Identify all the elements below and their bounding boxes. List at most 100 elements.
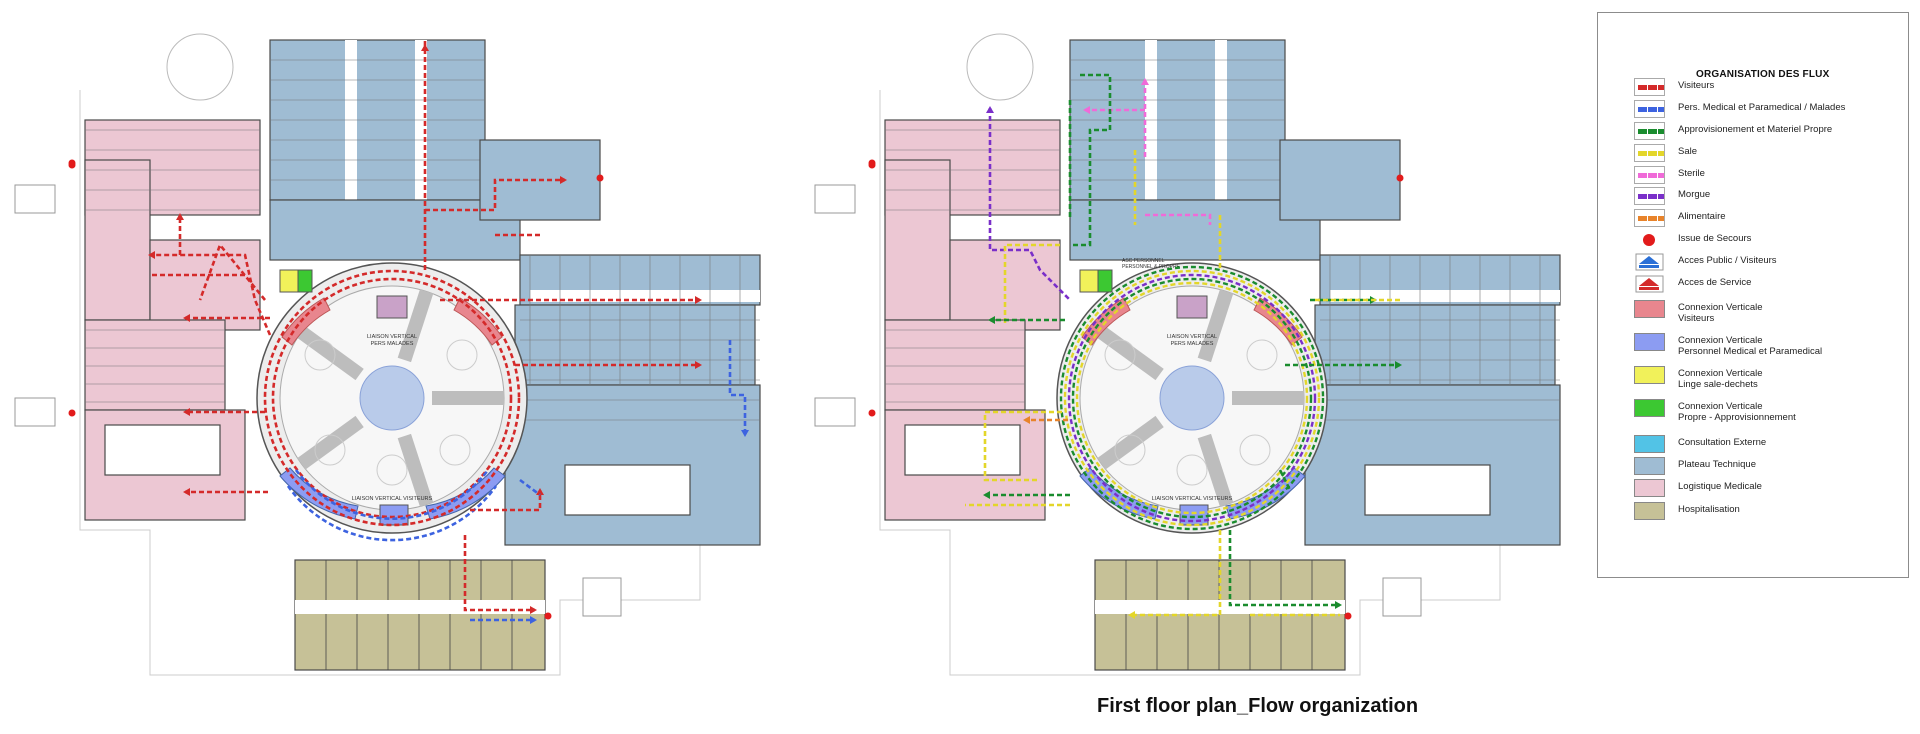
legend-item: Sale <box>1634 144 1904 164</box>
blue-arrow-icon <box>1634 253 1665 271</box>
lift-personnel <box>376 295 408 319</box>
emergency-exit-icon <box>544 612 552 620</box>
flow-arrowhead <box>176 213 184 220</box>
lift-clean <box>297 269 313 293</box>
legend-label: Hospitalisation <box>1678 504 1740 515</box>
flow-arrowhead <box>536 488 544 495</box>
planter <box>1114 434 1146 466</box>
emergency-exit-icon <box>868 161 876 169</box>
lift-visitors <box>379 504 409 526</box>
stair-block <box>582 577 622 617</box>
flow-medical <box>519 478 541 497</box>
legend-swatch-dashed <box>1634 144 1665 162</box>
emergency-exit-icon <box>1396 174 1404 182</box>
lift-linen <box>1079 269 1099 293</box>
legend-label: Visiteurs <box>1678 80 1715 91</box>
legend-swatch-fill <box>1634 333 1665 351</box>
flow-arrowhead <box>1023 416 1030 424</box>
flow-arrowhead <box>1335 601 1342 609</box>
vertical-connection-visitors <box>281 297 331 346</box>
stair-block <box>14 397 56 427</box>
legend-label: Morgue <box>1678 189 1711 200</box>
stair-block <box>814 184 856 214</box>
flow-arrowhead <box>560 176 567 184</box>
emergency-exit-icon <box>68 409 76 417</box>
flow-visitors <box>470 490 542 512</box>
logistique-zone <box>84 159 151 321</box>
flow-arrowhead <box>695 361 702 369</box>
site-circle <box>166 33 234 101</box>
legend-swatch-fill <box>1634 479 1665 497</box>
legend-swatch-fill <box>1634 435 1665 453</box>
emergency-exit-icon <box>596 174 604 182</box>
plateau-technique-zone <box>1279 139 1401 221</box>
flow-soiled <box>983 410 1062 482</box>
flow-visitors-ring <box>271 277 513 519</box>
flow-medical <box>728 340 747 435</box>
legend-swatch-dashed <box>1634 78 1665 96</box>
planter <box>314 434 346 466</box>
flow-ring <box>1059 265 1325 531</box>
legend-swatch-dashed <box>1634 100 1665 118</box>
vertical-connection-medical <box>425 467 506 520</box>
flow-visitors <box>425 178 565 212</box>
legend-item: Sterile <box>1634 166 1904 186</box>
legend-label: Connexion Verticale Visiteurs <box>1678 302 1763 324</box>
legend-item: Connexion Verticale Linge sale-dechets <box>1634 366 1904 390</box>
flow-arrowhead <box>148 251 155 259</box>
legend-label: Acces Public / Visiteurs <box>1678 255 1777 266</box>
legend-item: Approvisionement et Materiel Propre <box>1634 122 1904 142</box>
plan-caption: First floor plan_Flow organization <box>1097 695 1419 717</box>
plateau-technique-zone <box>1069 199 1321 261</box>
legend-label: Acces de Service <box>1678 277 1752 288</box>
plateau-technique-zone <box>269 199 521 261</box>
flow-arrowhead <box>1395 361 1402 369</box>
flow-visitors-ring <box>263 269 521 527</box>
legend-item: Connexion Verticale Personnel Medical et… <box>1634 333 1904 357</box>
flow-ring <box>1067 273 1317 523</box>
legend-swatch-dashed <box>1634 166 1665 184</box>
red-dot-icon <box>1634 231 1665 249</box>
logistique-zone <box>84 319 226 411</box>
lift-visitors <box>1179 504 1209 526</box>
emergency-exit-icon <box>868 409 876 417</box>
flow-ring <box>1063 269 1321 527</box>
legend-item: Consultation Externe <box>1634 435 1904 455</box>
fountain <box>359 365 425 431</box>
courtyard <box>1364 464 1491 516</box>
legend-item: Morgue <box>1634 187 1904 207</box>
flow-arrowhead <box>986 106 994 113</box>
legend-label: Pers. Medical et Paramedical / Malades <box>1678 102 1846 113</box>
legend-label: Alimentaire <box>1678 211 1726 222</box>
flow-arrowhead <box>530 606 537 614</box>
legend-label: Connexion Verticale Personnel Medical et… <box>1678 335 1823 357</box>
legend-item: Acces Public / Visiteurs <box>1634 253 1904 273</box>
label-vertical-visitors: LIAISON VERTICAL VISITEURS <box>352 496 433 502</box>
lift-linen <box>279 269 299 293</box>
flow-arrowhead <box>695 296 702 304</box>
label-vertical-visitors: LIAISON VERTICAL VISITEURS <box>1152 496 1233 502</box>
flow-arrowhead <box>1083 106 1090 114</box>
legend-item: Connexion Verticale Visiteurs <box>1634 300 1904 324</box>
flow-sterile <box>1145 213 1212 225</box>
flow-soiled <box>1003 243 1060 325</box>
planter <box>1246 339 1278 371</box>
legend-swatch-fill <box>1634 399 1665 417</box>
flow-arrowhead <box>1141 78 1149 85</box>
flow-arrowhead <box>183 488 190 496</box>
legend-label: Sale <box>1678 146 1698 157</box>
legend-item: Logistique Medicale <box>1634 479 1904 499</box>
legend-item: Connexion Verticale Propre - Approvision… <box>1634 399 1904 423</box>
legend-item: Acces de Service <box>1634 275 1904 295</box>
legend-item: Alimentaire <box>1634 209 1904 229</box>
plateau-technique-zone <box>1314 304 1556 386</box>
legend-swatch-dashed <box>1634 187 1665 205</box>
flow-arrowhead <box>183 408 190 416</box>
legend-label: Logistique Medicale <box>1678 481 1762 492</box>
legend-item: Issue de Secours <box>1634 231 1904 251</box>
